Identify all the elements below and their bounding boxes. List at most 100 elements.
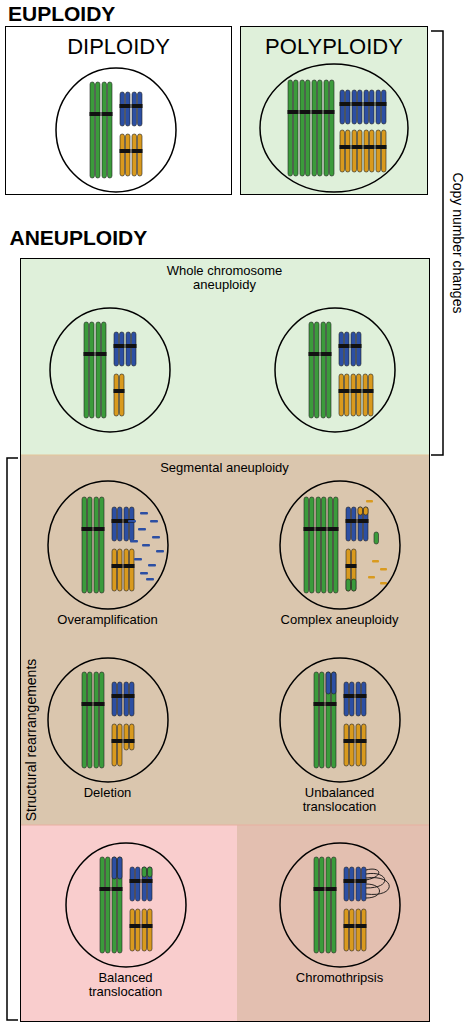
illustration-part [128,520,136,523]
box-heading: DIPLOIDY [6,34,231,59]
illustration-part [363,374,374,416]
illustration-part [364,130,375,172]
cell-outline [46,656,170,784]
section-heading-wrap: EUPLOIDY [8,2,115,26]
illustration-part [376,130,387,172]
chromosome-set [309,322,374,418]
illustration-part [142,909,153,951]
cell-outline [46,479,170,611]
cell-caption: Unbalanced translocation [290,786,390,816]
cell-outline [56,68,176,192]
illustration-part [82,672,93,768]
chromosome-set [314,857,390,953]
illustration-part [304,497,315,593]
illustration-part [358,507,368,515]
chromosome-set [100,857,153,953]
illustration-part [140,572,148,575]
cell-figure: Overamplification [33,481,183,628]
illustration-part [356,867,367,901]
illustration-part [366,869,389,898]
cell-caption: Chromothripsis [265,971,415,986]
cell-outline [48,481,168,609]
cell-caption-wrap: Deletion [33,786,183,801]
bracket-label-wrap: Copy number changes [448,133,468,353]
illustration-part [358,507,369,541]
illustration-part [339,332,350,366]
cell-outline [66,843,186,967]
illustration-part [346,507,357,541]
cell-caption-wrap: Balanced translocation [76,971,176,1001]
illustration-part [112,857,123,953]
aneuploidy-box: ANEUPLOIDYWhole chromosome aneuploidySeg… [20,258,430,1022]
band-divider [20,825,430,826]
illustration-part [102,82,113,178]
bracket-label: Structural rearrangements [21,630,41,850]
illustration-part [288,80,299,176]
illustration-part [326,672,337,768]
ploidy-box: POLYPLOIDY [240,26,428,195]
illustration-part [368,576,375,579]
chromosome-set [90,82,143,178]
bracket [7,458,18,1020]
cell-outline [280,658,400,782]
illustration-part [146,578,154,581]
illustration-part [142,867,147,877]
illustration-part [142,544,150,547]
illustration-part [148,867,153,877]
cell-outline [260,64,408,192]
illustration-part [352,579,357,591]
cell-figure: Deletion [33,658,183,801]
cell-figure: Chromothripsis [265,843,415,986]
illustration-part [82,497,93,593]
polyploidy-ground [240,26,428,195]
illustration-part [112,724,123,766]
box-heading: POLYPLOIDY [241,34,427,59]
cell-outline [280,843,400,967]
illustration-part [358,507,363,515]
illustration-part [300,80,311,176]
cell-outline [48,658,168,782]
chromosome-set [304,497,388,593]
illustration-part [372,560,379,563]
illustration-part [124,507,135,541]
illustration-part [366,500,387,585]
illustration-part [132,134,143,176]
illustration-part [328,497,339,593]
illustration-part [90,82,101,178]
illustration-part [314,857,325,953]
illustration-part [364,90,375,124]
cell-caption-wrap: Unbalanced translocation [290,786,390,816]
illustration-part [148,564,156,567]
illustration-part [326,672,336,694]
chromosome-set [314,672,367,768]
illustration-part [344,682,355,716]
category-band: Segmental aneuploidyOveramplificationCom… [20,455,430,825]
illustration-part [321,322,332,418]
illustration-part [314,672,325,768]
illustration-part [130,909,141,951]
illustration-part [374,532,379,544]
illustration-part [352,90,363,124]
illustration-part [376,90,387,124]
cell-outline [64,841,188,969]
illustration-part [126,332,137,366]
illustration-part [94,672,105,768]
bracket-label: Copy number changes [448,133,468,353]
illustration-part [114,332,125,366]
illustration-part [84,322,95,418]
chromosome-set [82,497,165,593]
illustration-part [124,549,135,591]
cell-outline [50,308,170,432]
box-heading-wrap: DIPLOIDY [6,34,231,59]
segmental-band-ground [20,455,430,825]
illustration-part [366,869,379,880]
illustration-part [339,374,350,416]
illustration-part [142,867,152,877]
illustration-part [326,857,337,953]
illustration-part [344,724,355,766]
cell-caption: Balanced translocation [76,971,176,1001]
illustration-part [132,92,143,126]
band-heading: Segmental aneuploidy [75,461,375,476]
